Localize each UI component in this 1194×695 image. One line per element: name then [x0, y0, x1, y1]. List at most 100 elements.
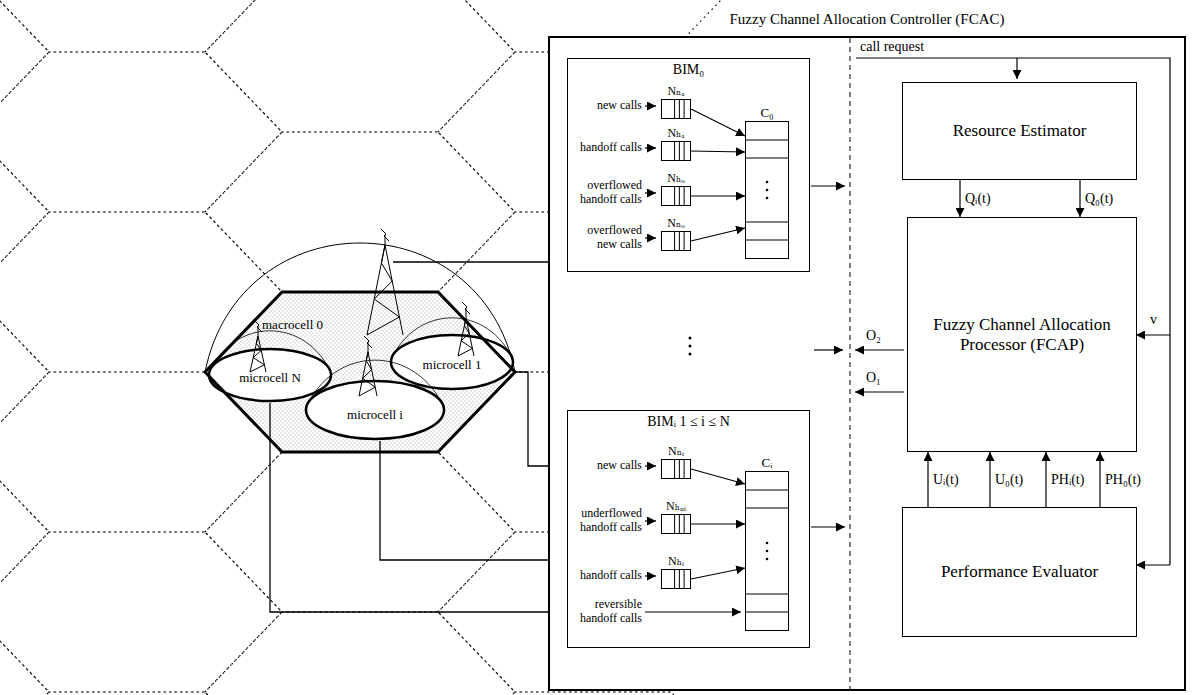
- microcell-ellipse: microcell 1: [390, 334, 514, 390]
- node-text: microcell N: [239, 371, 301, 386]
- connector-arrow: [1079, 180, 1080, 217]
- call-type-label: handoff calls: [569, 569, 642, 583]
- cell-outline: [205, 132, 515, 292]
- queue-box-outline: [662, 515, 690, 533]
- node-text: Nₙₒ: [667, 217, 684, 231]
- flow-arrow: [645, 58, 1170, 612]
- queue-box: Nₕᵢ: [661, 569, 691, 589]
- queue-slot: [674, 100, 675, 118]
- queue-slot: [684, 570, 685, 588]
- channel-slot: [746, 240, 788, 241]
- channel-stack: Cᵢ: [745, 471, 789, 631]
- queue-slot: [684, 460, 685, 478]
- queue-slot: [674, 142, 675, 160]
- queue-slot: [684, 515, 685, 533]
- process-box: Performance Evaluator: [902, 507, 1137, 637]
- edge-label: Qᵢ(t): [964, 191, 992, 206]
- queue-box-outline: [662, 187, 690, 205]
- microcell-ellipse: microcell N: [208, 348, 332, 402]
- queue-box: Nₙₒ: [661, 231, 691, 251]
- ellipsis-dots: [689, 337, 692, 356]
- wire: [270, 262, 548, 612]
- channel-slot: [746, 508, 788, 509]
- queue-slot: [684, 142, 685, 160]
- queue-slot: [679, 460, 680, 478]
- node-text: Fuzzy Channel Allocation Processor (FCAP…: [916, 315, 1128, 354]
- queue-box: Nₙₐ: [661, 99, 691, 119]
- edge-label: Q₀(t): [1084, 191, 1114, 206]
- queue-slot: [674, 232, 675, 250]
- channel-slot: [746, 612, 788, 613]
- connector-arrow: [959, 180, 960, 217]
- edge-label: PH₀(t): [1104, 472, 1142, 487]
- queue-slot: [679, 187, 680, 205]
- connector-arrow: [989, 452, 990, 507]
- connector-arrow: [691, 568, 745, 579]
- process-box: Resource Estimator: [902, 82, 1137, 180]
- call-type-label: overflowed handoff calls: [569, 179, 642, 207]
- channel-slot: [746, 490, 788, 491]
- microcell-ground: [305, 380, 445, 440]
- queue-box-outline: [662, 232, 690, 250]
- connector-arrow: [1099, 452, 1100, 507]
- macrocell-border: [205, 292, 515, 452]
- node-text: Fuzzy Channel Allocation Controller (FCA…: [730, 11, 1005, 28]
- node-text: microcell i: [347, 408, 403, 423]
- channel-slot: [746, 140, 788, 141]
- call-type-label: underflowed handoff calls: [569, 507, 642, 535]
- channel-stack-outline: [746, 472, 788, 630]
- cell-outline: [205, 612, 515, 695]
- ellipsis-dot: [766, 542, 769, 545]
- cell-outline: [438, 692, 748, 695]
- queue-slot: [684, 187, 685, 205]
- channel-slot: [746, 222, 788, 223]
- microcell-ground: [208, 348, 332, 402]
- queue-slot: [679, 142, 680, 160]
- request-line: [856, 58, 1170, 565]
- call-type-label: reversible handoff calls: [569, 598, 642, 626]
- edge-label: U₀(t): [994, 472, 1024, 487]
- microcell-ellipse: microcell i: [305, 380, 445, 440]
- macrocell-shading: [205, 292, 515, 452]
- queue-box: Nₕᵤᵢ: [661, 514, 691, 534]
- cell-outline: [0, 532, 282, 692]
- queue-slot: [674, 460, 675, 478]
- process-box: Fuzzy Channel Allocation Processor (FCAP…: [907, 217, 1137, 452]
- node-text: macrocell 0: [262, 318, 323, 333]
- cell-outline: [0, 452, 49, 612]
- queue-slot: [679, 232, 680, 250]
- connector-arrow: [927, 452, 928, 507]
- controller-ground: [548, 36, 1186, 691]
- signal-label: O₂: [866, 328, 881, 344]
- node-text: Nₙₐ: [667, 85, 684, 99]
- controller-box: Fuzzy Channel Allocation Controller (FCA…: [548, 36, 1186, 691]
- antenna-tower: [359, 336, 377, 396]
- node-text: Cᵢ: [762, 456, 773, 471]
- connector-arrow: [691, 151, 745, 152]
- channel-slot: [746, 158, 788, 159]
- cell-outline: [0, 132, 49, 292]
- microcell-border: [306, 381, 444, 439]
- signal-label: v: [1150, 312, 1157, 328]
- node-text: Nₕₐ: [667, 127, 684, 141]
- channel-stack: C₀: [745, 121, 789, 259]
- cell-outline: [205, 452, 515, 612]
- connector-arrow: [691, 469, 745, 484]
- cell-outline: [0, 292, 49, 452]
- node-text: microcell 1: [423, 358, 482, 373]
- edge-label: PHᵢ(t): [1050, 472, 1085, 487]
- queue-box: Nₙᵢ: [661, 459, 691, 479]
- node-text: C₀: [760, 106, 773, 121]
- node-text: Nₙᵢ: [668, 445, 684, 459]
- connector-arrow: [691, 109, 745, 136]
- queue-box-outline: [662, 100, 690, 118]
- node-text: Resource Estimator: [953, 121, 1087, 141]
- node-text: Nₕᵢ: [668, 555, 684, 569]
- ellipsis-dot: [766, 189, 769, 192]
- cell-outline: [0, 52, 282, 212]
- queue-slot: [679, 515, 680, 533]
- microcell-ground: [390, 334, 514, 390]
- node-text: Nₕₒ: [667, 172, 684, 186]
- ellipsis-dot: [766, 550, 769, 553]
- ellipsis-dot: [766, 197, 769, 200]
